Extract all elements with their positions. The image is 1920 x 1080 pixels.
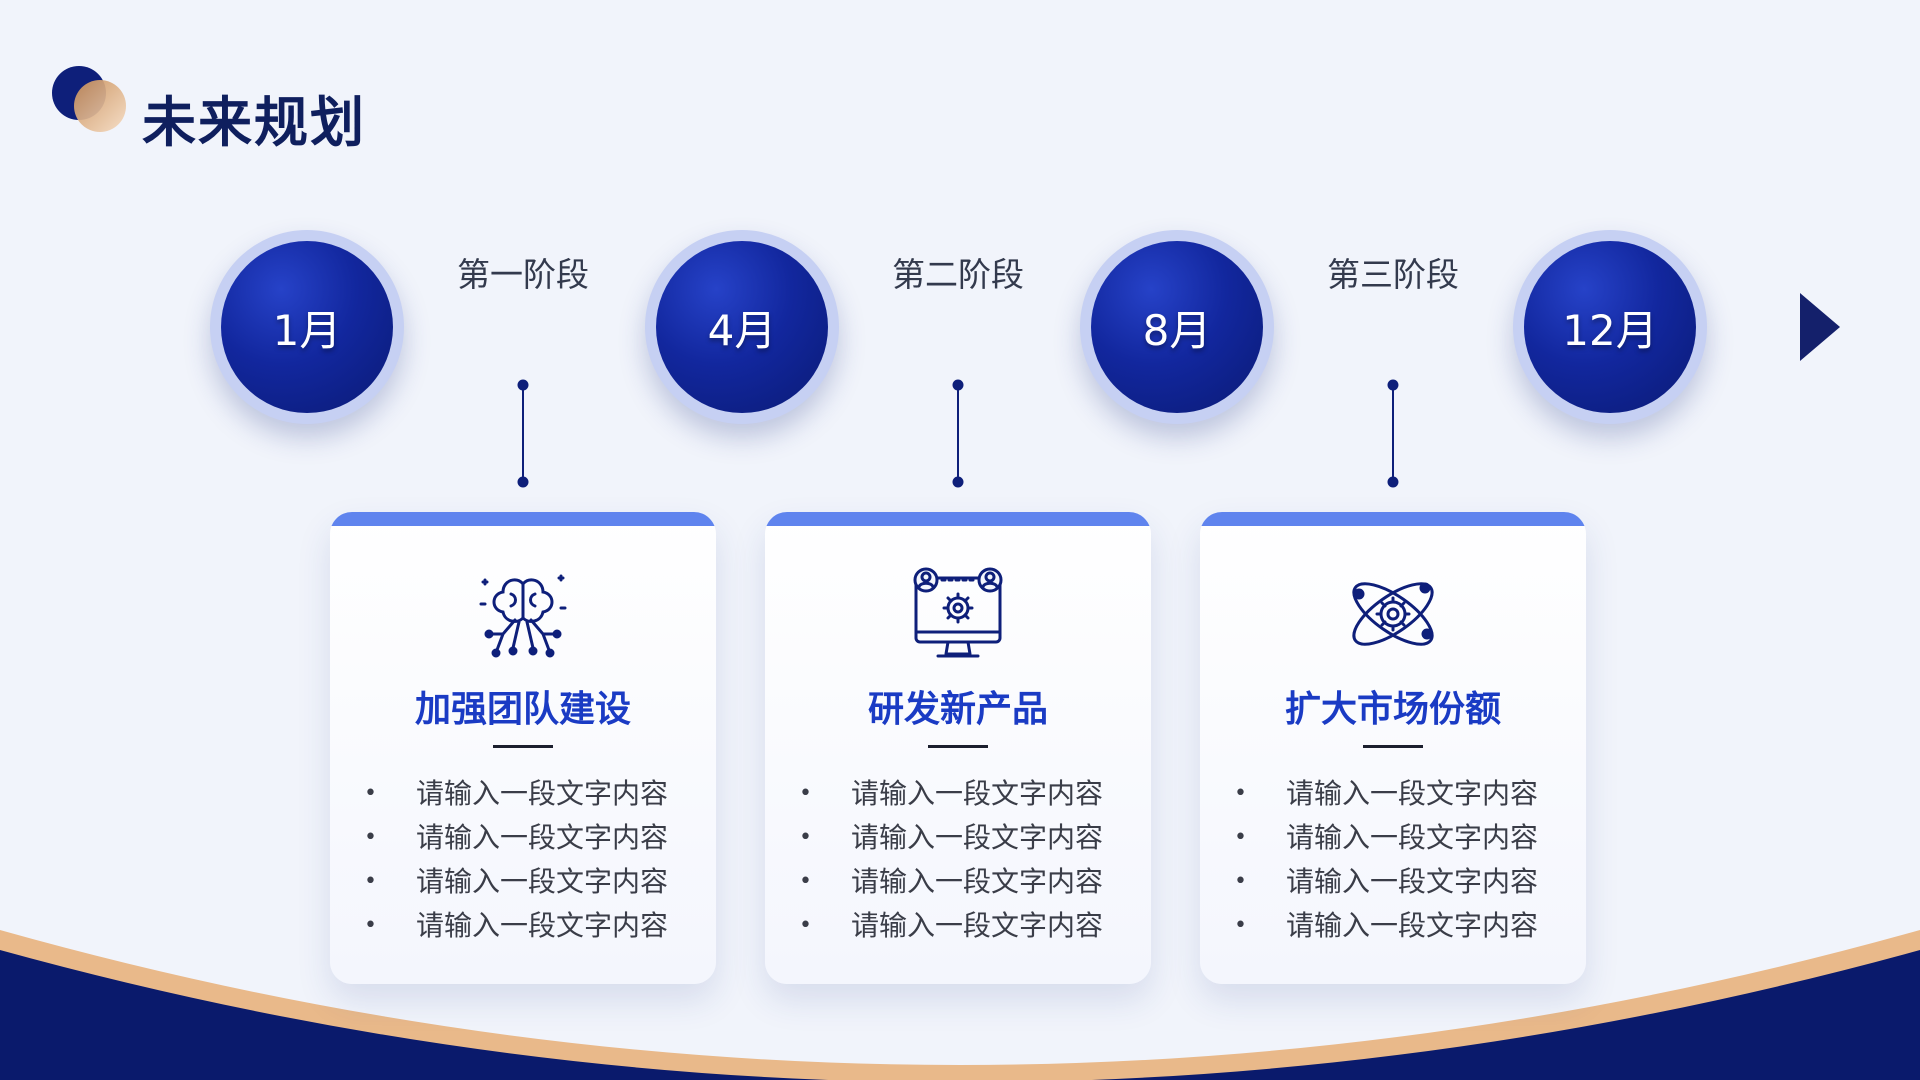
list-item: 请输入一段文字内容 [364,816,668,860]
title-divider [1363,745,1423,748]
phase-label-2: 第二阶段 [892,255,1024,294]
monitor-gear-icon [913,567,1003,658]
timeline-node-label: 8月 [1091,241,1263,413]
card-accent-bar [1200,512,1586,526]
list-item: 请输入一段文字内容 [1234,816,1538,860]
card-accent-bar [765,512,1151,526]
bullet-list: 请输入一段文字内容 请输入一段文字内容 请输入一段文字内容 请输入一段文字内容 [1234,772,1538,948]
card-market-share: 扩大市场份额 请输入一段文字内容 请输入一段文字内容 请输入一段文字内容 请输入… [1200,512,1586,984]
title-divider [493,745,553,748]
timeline-node-label: 4月 [656,241,828,413]
phase-label-1: 第一阶段 [457,255,589,294]
page-title: 未来规划 [142,91,366,154]
card-title: 加强团队建设 [414,689,631,730]
bullet-list: 请输入一段文字内容 请输入一段文字内容 请输入一段文字内容 请输入一段文字内容 [364,772,668,948]
title-divider [928,745,988,748]
list-item: 请输入一段文字内容 [799,904,1103,948]
list-item: 请输入一段文字内容 [799,860,1103,904]
list-item: 请输入一段文字内容 [364,860,668,904]
list-item: 请输入一段文字内容 [799,772,1103,816]
card-title: 研发新产品 [867,689,1048,730]
timeline-node-label: 12月 [1524,241,1696,413]
card-title: 扩大市场份额 [1284,689,1501,730]
list-item: 请输入一段文字内容 [364,904,668,948]
phase-label-3: 第三阶段 [1327,255,1459,294]
timeline-node-1: 1月 [210,230,404,424]
atom-gear-icon [1352,582,1434,646]
list-item: 请输入一段文字内容 [1234,904,1538,948]
timeline-arrow-icon [1800,293,1840,361]
timeline-node-3: 8月 [1080,230,1274,424]
timeline-node-4: 12月 [1513,230,1707,424]
card-new-product: 研发新产品 请输入一段文字内容 请输入一段文字内容 请输入一段文字内容 请输入一… [765,512,1151,984]
logo-icon [52,66,128,132]
list-item: 请输入一段文字内容 [799,816,1103,860]
timeline-node-2: 4月 [645,230,839,424]
timeline-node-label: 1月 [221,241,393,413]
list-item: 请输入一段文字内容 [364,772,668,816]
card-team-building: 加强团队建设 请输入一段文字内容 请输入一段文字内容 请输入一段文字内容 请输入… [330,512,716,984]
list-item: 请输入一段文字内容 [1234,772,1538,816]
card-accent-bar [330,512,716,526]
list-item: 请输入一段文字内容 [1234,860,1538,904]
brain-network-icon [479,574,567,658]
bullet-list: 请输入一段文字内容 请输入一段文字内容 请输入一段文字内容 请输入一段文字内容 [799,772,1103,948]
